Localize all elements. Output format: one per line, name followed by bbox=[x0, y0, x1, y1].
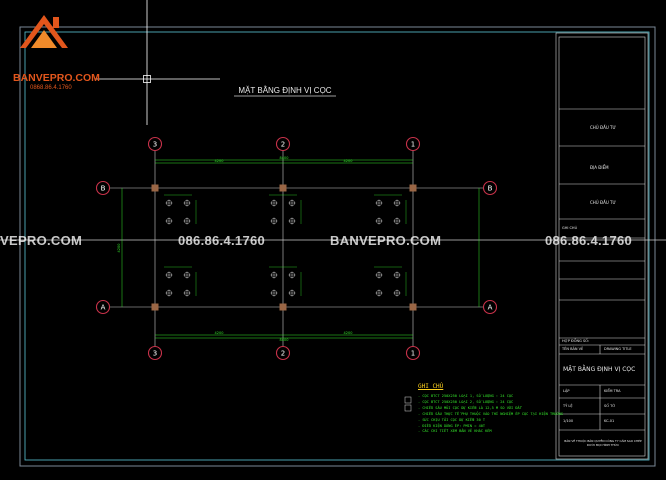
tb-drawn: LẬP bbox=[563, 389, 570, 393]
dimension-label: 4200 bbox=[215, 159, 224, 163]
grid-bubble bbox=[405, 136, 421, 152]
watermark-left: VEPRO.COM bbox=[0, 233, 83, 248]
note-line: - SỨC CHỊU TẢI CỌC DỰ KIẾN 30 T bbox=[418, 417, 486, 422]
grid-bubble bbox=[275, 345, 291, 361]
grid-bubble-label: 3 bbox=[153, 141, 157, 149]
tb-owner: CHỦ ĐẦU TƯ bbox=[590, 125, 616, 130]
tb-sheet-name: MẶT BẰNG ĐỊNH VỊ CỌC bbox=[563, 366, 636, 373]
grid-bubble bbox=[147, 345, 163, 361]
note-line: - CÁC CHI TIẾT XEM BẢN VẼ KHÁC KÈM bbox=[418, 429, 492, 434]
note-line: - CỌC BTCT 250X250 LOẠI 1, SỐ LƯỢNG : 24… bbox=[418, 394, 514, 398]
column-square bbox=[151, 184, 159, 192]
tb-scale-value: 1/100 bbox=[563, 419, 574, 423]
legend-pile-symbol bbox=[404, 396, 412, 404]
watermark-phone-2: 086.86.4.1760 bbox=[545, 233, 633, 248]
grid-bubble-label: 1 bbox=[411, 350, 415, 358]
brand-phone: 0868.86.4.1760 bbox=[30, 85, 72, 91]
tb-sheet-no-value: KC-01 bbox=[604, 419, 615, 423]
grid-bubble bbox=[482, 299, 498, 315]
tb-contract: HỢP ĐỒNG SỐ: bbox=[562, 339, 590, 343]
notes-title: GHI CHÚ bbox=[418, 383, 444, 390]
tb-drawing-title-label: DRAWING TITLE bbox=[604, 347, 632, 351]
tb-checked: KIỂM TRA bbox=[604, 389, 621, 393]
dimension-label: 8400 bbox=[280, 156, 289, 160]
grid-bubble-label: A bbox=[101, 304, 106, 312]
note-line: - CỌC BTCT 250X250 LOẠI 2, SỐ LƯỢNG : 24… bbox=[418, 399, 514, 404]
grid-bubble bbox=[95, 180, 111, 196]
watermark-center: BANVEPRO.COM bbox=[330, 233, 442, 248]
dimension-label: 4200 bbox=[344, 331, 353, 335]
grid-bubble-label: 3 bbox=[153, 350, 157, 358]
grid-bubble-label: B bbox=[488, 185, 493, 193]
grid-bubble-label: 2 bbox=[281, 141, 285, 149]
drawing-title: MẶT BẰNG ĐỊNH VỊ CỌC bbox=[238, 86, 331, 95]
column-square bbox=[151, 303, 159, 311]
tb-scale-label: TỶ LỆ bbox=[563, 404, 573, 408]
dimension-label: 8400 bbox=[280, 338, 289, 342]
grid-bubble bbox=[405, 345, 421, 361]
outer-frame bbox=[19, 26, 656, 467]
tb-footer: BẢN VẼ THUỘC BẢN QUYỀN CÔNG TY CẤM SAO C… bbox=[564, 439, 642, 447]
grid-bubble-label: 2 bbox=[281, 350, 285, 358]
inner-frame bbox=[24, 31, 650, 461]
grid-bubble-label: A bbox=[488, 304, 493, 312]
column-square bbox=[409, 184, 417, 192]
notes-block: GHI CHÚ - CỌC BTCT 250X250 LOẠI 1, SỐ LƯ… bbox=[418, 383, 563, 435]
tb-owner-2: CHỦ ĐẦU TƯ bbox=[590, 200, 616, 205]
tb-note: GHI CHÚ bbox=[562, 226, 578, 230]
dimension-label: 4200 bbox=[344, 159, 353, 163]
dimension-label: 4200 bbox=[215, 331, 224, 335]
grid-bubble bbox=[482, 180, 498, 196]
column-square bbox=[279, 303, 287, 311]
tb-location: ĐỊA ĐIỂM bbox=[590, 165, 609, 170]
column-square bbox=[409, 303, 417, 311]
dimension-label: 4200 bbox=[117, 244, 121, 253]
note-line: - CHIỀU SÂU MŨI CỌC DỰ KIẾN LÀ 12,5 M SO… bbox=[418, 405, 522, 410]
grid-bubble-label: B bbox=[101, 185, 106, 193]
column-square bbox=[279, 184, 287, 192]
brand-logo bbox=[20, 15, 68, 48]
grid-bubble bbox=[95, 299, 111, 315]
notes-lines: - CỌC BTCT 250X250 LOẠI 1, SỐ LƯỢNG : 24… bbox=[418, 394, 563, 435]
grid-bubble bbox=[147, 136, 163, 152]
crosshair-cursor[interactable] bbox=[95, 0, 220, 125]
tb-sheet-label: TÊN BẢN VẼ bbox=[562, 347, 584, 351]
grid-bubble-label: 1 bbox=[411, 141, 415, 149]
watermark-phone-1: 086.86.4.1760 bbox=[178, 233, 266, 248]
grid-bubble bbox=[275, 136, 291, 152]
legend-pile-symbol bbox=[404, 404, 412, 412]
note-line: - ĐIỀU KIỆN DỪNG ÉP: PMIN = 40T bbox=[418, 423, 486, 428]
note-line: - CHIỀU SÂU THỰC TẾ PHỤ THUỘC VÀO THÍ NG… bbox=[418, 411, 563, 416]
tb-sheet-no-label: SỐ TỜ bbox=[604, 404, 616, 408]
brand-name: BANVEPRO.COM bbox=[13, 72, 100, 84]
title-block bbox=[555, 32, 649, 460]
